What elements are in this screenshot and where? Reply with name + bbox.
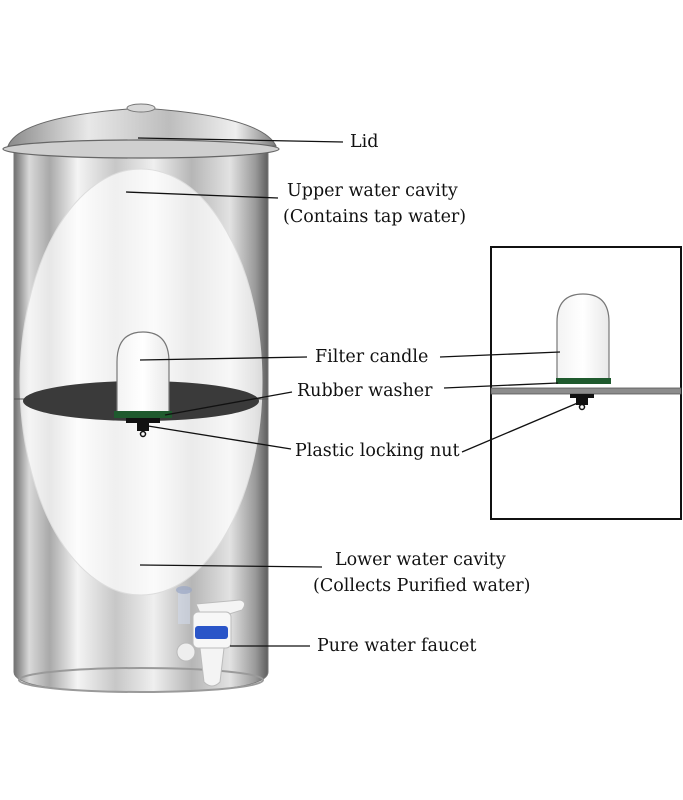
leader-filter-left — [139, 356, 308, 361]
faucet-reflection — [178, 590, 190, 624]
label-lower-cavity-note: (Collects Purified water) — [313, 576, 531, 596]
leader-upper — [125, 191, 279, 199]
leader-lines — [125, 137, 581, 647]
filter-candle-tank — [114, 331, 172, 438]
inset-detail — [490, 246, 682, 520]
leader-lower — [139, 564, 323, 568]
label-lower-cavity: Lower water cavity — [335, 550, 506, 570]
lid-rim — [2, 139, 280, 159]
label-filter-candle: Filter candle — [315, 347, 429, 367]
label-locking-nut: Plastic locking nut — [295, 441, 460, 461]
inset-plate — [490, 387, 682, 395]
leader-nut-left — [147, 425, 292, 450]
faucet — [176, 586, 246, 687]
leader-lid — [137, 137, 344, 143]
leader-filter-right — [439, 351, 561, 358]
lid-knob — [126, 103, 156, 113]
locking-nut-inset — [576, 398, 588, 405]
locking-nut-tank — [137, 423, 149, 431]
lid — [2, 103, 280, 159]
label-upper-cavity: Upper water cavity — [287, 181, 458, 201]
rubber-washer-tank — [114, 411, 172, 418]
leader-washer-right — [443, 382, 559, 389]
label-faucet: Pure water faucet — [317, 636, 477, 656]
canister-bottom-rim — [18, 667, 264, 693]
label-lid: Lid — [350, 132, 379, 152]
filter-candle-inset — [556, 293, 610, 381]
faucet-blue-ring — [195, 626, 228, 639]
leader-washer-left — [164, 391, 293, 416]
label-rubber-washer: Rubber washer — [297, 381, 433, 401]
label-upper-cavity-note: (Contains tap water) — [283, 207, 467, 227]
faucet-spout — [199, 647, 225, 687]
leader-nut-right — [461, 401, 581, 453]
rubber-washer-inset — [556, 378, 611, 384]
